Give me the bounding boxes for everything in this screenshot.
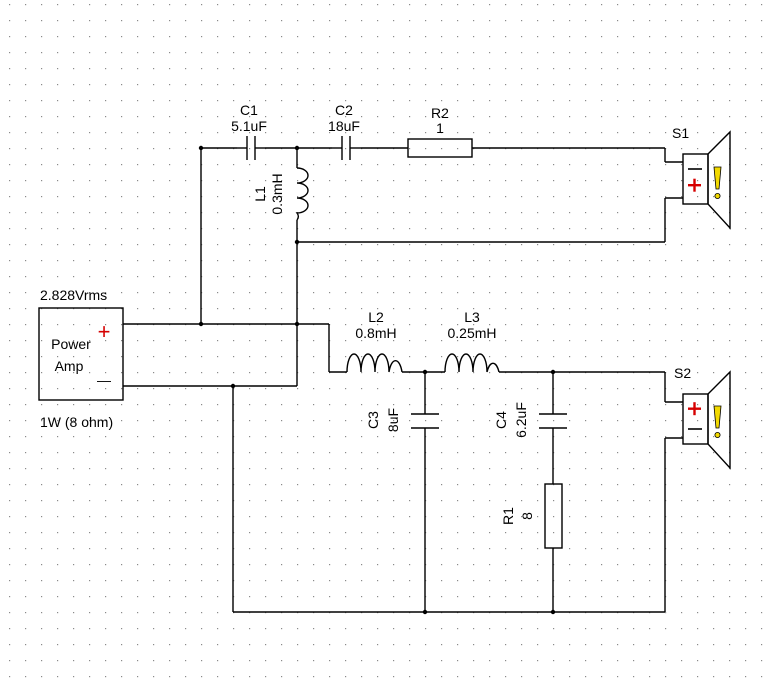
wires — [123, 147, 666, 613]
junction-dot — [422, 609, 428, 615]
amp-voltage-label: 2.828Vrms — [40, 287, 107, 303]
c4-name-label: C4 — [493, 411, 509, 429]
l1-value-label: 0.3mH — [269, 173, 285, 214]
l3-value-label: 0.25mH — [447, 325, 496, 341]
c2-value-label: 18uF — [328, 118, 360, 134]
amp-label-line2: Amp — [55, 358, 84, 374]
junction-dot — [550, 369, 556, 375]
l2-name-label: L2 — [368, 309, 384, 325]
resistor-r2[interactable]: R2 1 — [407, 105, 473, 158]
c1-name-label: C1 — [240, 102, 258, 118]
s2-name-label: S2 — [674, 365, 691, 381]
inductor-l2[interactable]: L2 0.8mH — [346, 309, 403, 373]
junction-dot — [422, 369, 428, 375]
l2-value-label: 0.8mH — [355, 325, 396, 341]
amp-label-line1: Power — [51, 336, 91, 352]
c2-name-label: C2 — [335, 102, 353, 118]
junction-dot — [230, 383, 236, 389]
r1-name-label: R1 — [500, 507, 516, 525]
junction-dot — [198, 145, 204, 151]
capacitor-c3[interactable]: C3 8uF — [365, 408, 439, 432]
junction-dot — [294, 145, 300, 151]
speaker-s2[interactable]: S2 — [665, 365, 731, 470]
c1-value-label: 5.1uF — [231, 118, 267, 134]
r2-value-label: 1 — [436, 120, 444, 136]
speaker-s1[interactable]: S1 — [665, 125, 731, 230]
resistor-r1[interactable]: R1 8 — [500, 483, 563, 549]
c4-value-label: 6.2uF — [513, 402, 529, 438]
junction-dot — [198, 321, 204, 327]
junction-dot — [294, 321, 300, 327]
warning-icon — [713, 166, 722, 199]
c3-value-label: 8uF — [385, 408, 401, 432]
inductor-l1[interactable]: L1 0.3mH — [252, 167, 309, 221]
c3-name-label: C3 — [365, 411, 381, 429]
power-amp[interactable]: Power Amp + — 2.828Vrms 1W (8 ohm) — [38, 287, 124, 430]
s1-name-label: S1 — [672, 125, 689, 141]
capacitor-c2[interactable]: C2 18uF — [328, 102, 361, 160]
l1-name-label: L1 — [252, 186, 268, 202]
inductor-l3[interactable]: L3 0.25mH — [444, 309, 500, 373]
r2-name-label: R2 — [431, 105, 449, 121]
warning-icon — [713, 405, 722, 438]
junctions — [198, 145, 556, 615]
amp-plus-terminal: + — [98, 319, 111, 344]
r1-value-label: 8 — [519, 512, 535, 520]
amp-power-label: 1W (8 ohm) — [40, 414, 113, 430]
junction-dot — [294, 239, 300, 245]
amp-minus-terminal: — — [97, 372, 111, 388]
capacitor-c1[interactable]: C1 5.1uF — [231, 102, 267, 160]
junction-dot — [550, 609, 556, 615]
capacitor-c4[interactable]: C4 6.2uF — [493, 402, 567, 438]
l3-name-label: L3 — [464, 309, 480, 325]
